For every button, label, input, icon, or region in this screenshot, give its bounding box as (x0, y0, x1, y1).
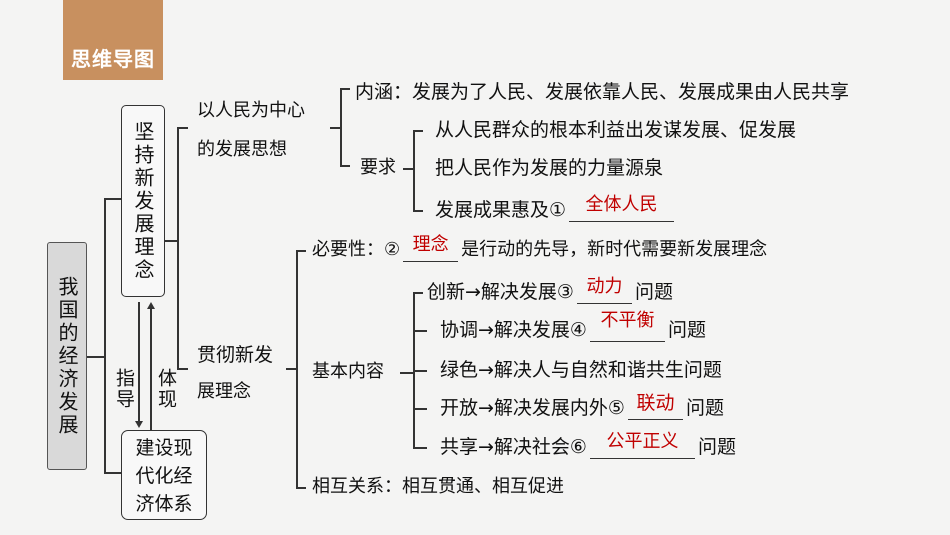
relation-guide: 指导 (113, 368, 135, 410)
connector (296, 487, 306, 489)
basic-item-sharing: 共享→解决社会⑥ 公平正义问题 (440, 431, 736, 459)
bracket (177, 127, 179, 369)
root-label: 我国的经济发展 (55, 275, 79, 437)
connector (413, 130, 423, 132)
connector (413, 447, 427, 449)
item-text: 发展成果惠及① (435, 199, 567, 221)
answer-blank: 理念 (403, 234, 459, 262)
bracket (413, 130, 415, 211)
bracket (296, 250, 298, 488)
answer-blank: 动力 (576, 276, 632, 304)
answer-text: 理念 (412, 234, 449, 255)
item-text: 问题 (667, 319, 706, 341)
necessity-item: 必要性：② 理念是行动的先导，新时代需要新发展理念 (312, 234, 768, 262)
connector (87, 356, 105, 358)
answer-blank: 公平正义 (589, 431, 695, 459)
connector (413, 370, 427, 372)
item-text: 必要性：② (312, 239, 401, 260)
answer-text: 动力 (586, 276, 623, 297)
relation-text: 相互关系：相互贯通、相互促进 (312, 476, 564, 497)
header-title: 思维导图 (71, 47, 155, 71)
item-text: 是行动的先导，新时代需要新发展理念 (461, 239, 768, 260)
basic-item-openness: 开放→解决发展内外⑤ 联动问题 (440, 392, 724, 420)
node-label-line: 代化经 (135, 465, 193, 487)
node-label: 坚持新发展理念 (131, 120, 155, 282)
connector (400, 372, 414, 374)
mind-map-header: 思维导图 (63, 0, 163, 80)
arrow-up (150, 308, 152, 430)
basic-item-green: 绿色→解决人与自然和谐共生问题 (440, 359, 722, 381)
item-text: 协调→解决发展④ (440, 319, 587, 341)
node-modern-economic-system: 建设现 代化经 济体系 (121, 430, 207, 520)
answer-text: 全体人民 (585, 194, 658, 215)
answer-text: 联动 (636, 392, 675, 414)
answer-blank: 不平衡 (589, 310, 665, 342)
connector (413, 408, 427, 410)
connector (177, 368, 188, 370)
item-text: 创新→解决发展③ (427, 281, 574, 303)
basic-content-label: 基本内容 (312, 361, 384, 382)
branch1-title: 以人民为中心 (197, 100, 305, 121)
answer-blank: 联动 (627, 392, 683, 420)
branch2-title: 贯彻新发 (197, 344, 274, 366)
connector (340, 88, 350, 90)
answer-blank: 全体人民 (569, 194, 675, 222)
branch1-title: 的发展思想 (197, 139, 287, 160)
node-label-line: 建设现 (135, 437, 193, 459)
node-label-line: 济体系 (135, 493, 193, 515)
arrow-down (138, 302, 140, 422)
item-text: 开放→解决发展内外⑤ (440, 397, 625, 419)
connector (330, 127, 341, 129)
connector (104, 198, 121, 200)
connector (104, 198, 106, 472)
node-new-development-concept: 坚持新发展理念 (121, 105, 165, 297)
item-text: 问题 (685, 397, 724, 419)
connector (403, 168, 414, 170)
connector (296, 250, 306, 252)
answer-text: 不平衡 (600, 310, 655, 331)
branch2-title: 展理念 (197, 381, 251, 402)
root-node: 我国的经济发展 (47, 242, 87, 470)
arrow-head-icon (147, 302, 155, 309)
connector (177, 127, 188, 129)
arrow-head-icon (135, 421, 143, 428)
item-text: 问题 (697, 436, 736, 458)
item-text: 问题 (634, 281, 673, 303)
connector (413, 210, 423, 212)
connector (340, 165, 350, 167)
connector (165, 240, 178, 242)
requirement-item: 从人民群众的根本利益出发谋发展、促发展 (435, 119, 797, 141)
requirement-item: 发展成果惠及① 全体人民 (435, 194, 677, 222)
connector (413, 330, 427, 332)
basic-item-coordination: 协调→解决发展④ 不平衡问题 (440, 310, 706, 342)
connector (413, 292, 423, 294)
connector (286, 368, 297, 370)
connector (104, 472, 121, 474)
relation-embody: 体现 (155, 368, 177, 410)
answer-text: 公平正义 (606, 431, 679, 452)
basic-item-innovation: 创新→解决发展③ 动力问题 (427, 276, 673, 304)
bracket (340, 88, 342, 166)
connotation-text: 内涵：发展为了人民、发展依靠人民、发展成果由人民共享 (355, 81, 850, 103)
item-text: 共享→解决社会⑥ (440, 436, 587, 458)
requirements-label: 要求 (360, 157, 396, 178)
requirement-item: 把人民作为发展的力量源泉 (435, 157, 664, 179)
